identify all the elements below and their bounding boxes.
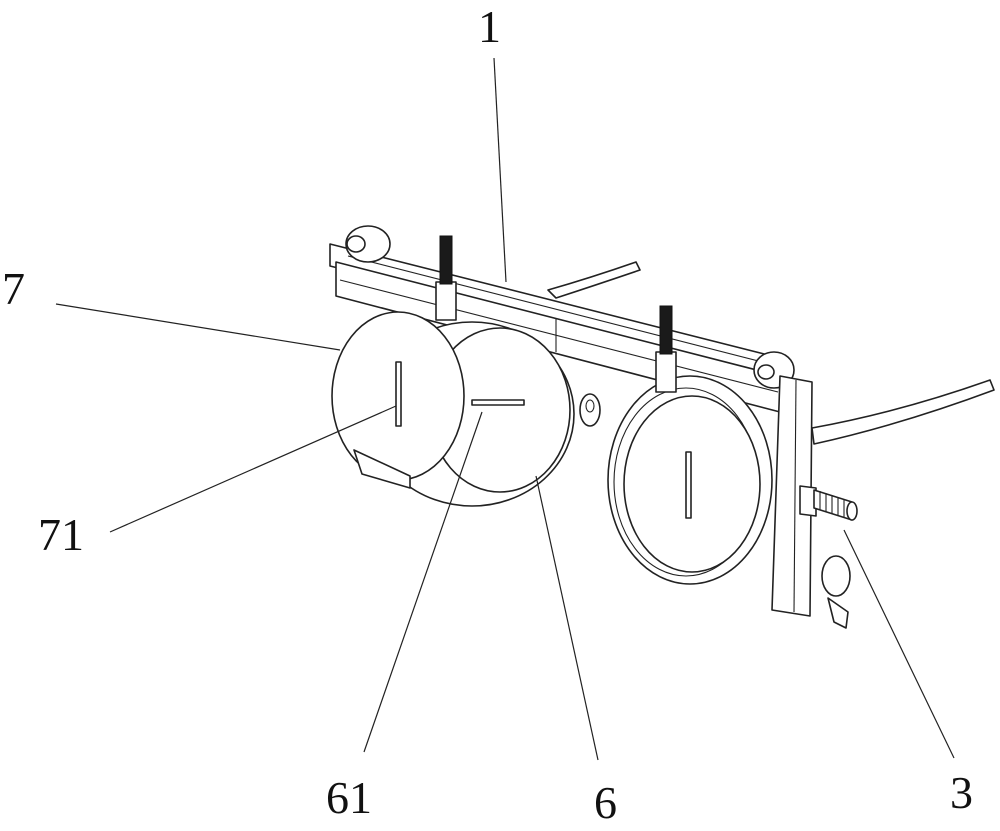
part-label-3: 3 — [950, 770, 973, 816]
leader-line-71 — [110, 406, 396, 532]
lower-adjust-knob — [822, 556, 850, 628]
bridge-clip — [580, 394, 600, 426]
left-temple-arm — [548, 262, 640, 298]
front-lens-disc — [332, 312, 464, 480]
part-label-61: 61 — [326, 775, 372, 821]
right-temple-arm — [812, 380, 994, 444]
adjustment-screw — [814, 490, 857, 520]
part-label-1: 1 — [478, 4, 501, 50]
part-label-71: 71 — [38, 512, 84, 558]
part-label-6: 6 — [594, 780, 617, 826]
leader-line-6 — [536, 476, 598, 760]
right-side-frame — [772, 376, 816, 616]
leader-line-3 — [844, 530, 954, 758]
part-label-7: 7 — [2, 266, 25, 312]
right-lens-disc — [624, 396, 760, 572]
leader-line-1 — [494, 58, 506, 282]
top-left-pivot-knob — [346, 226, 390, 262]
leader-line-7 — [56, 304, 340, 350]
